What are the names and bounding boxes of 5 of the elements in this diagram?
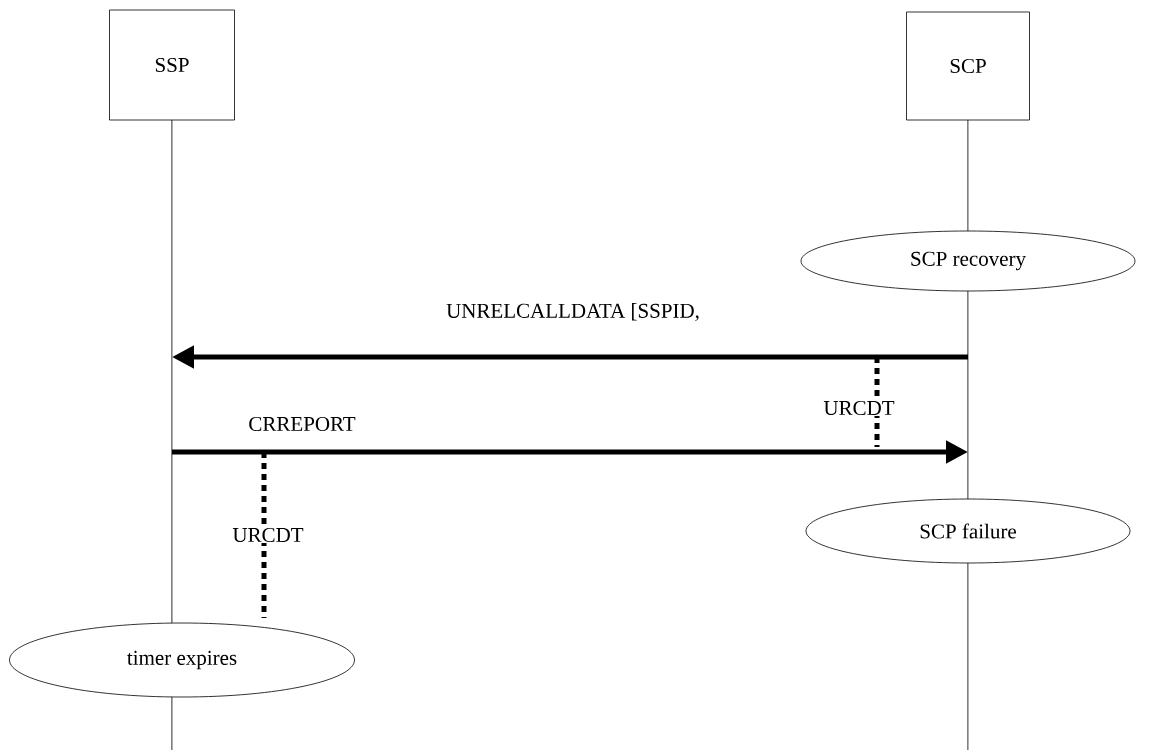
- entity-box: SCP: [906, 11, 1030, 121]
- message-label: CRREPORT: [249, 416, 356, 432]
- message-label: UNRELCALLDATA [SSPID,: [446, 303, 699, 321]
- timer-label: URCDT: [231, 526, 305, 544]
- entity-box: SSP: [109, 9, 235, 121]
